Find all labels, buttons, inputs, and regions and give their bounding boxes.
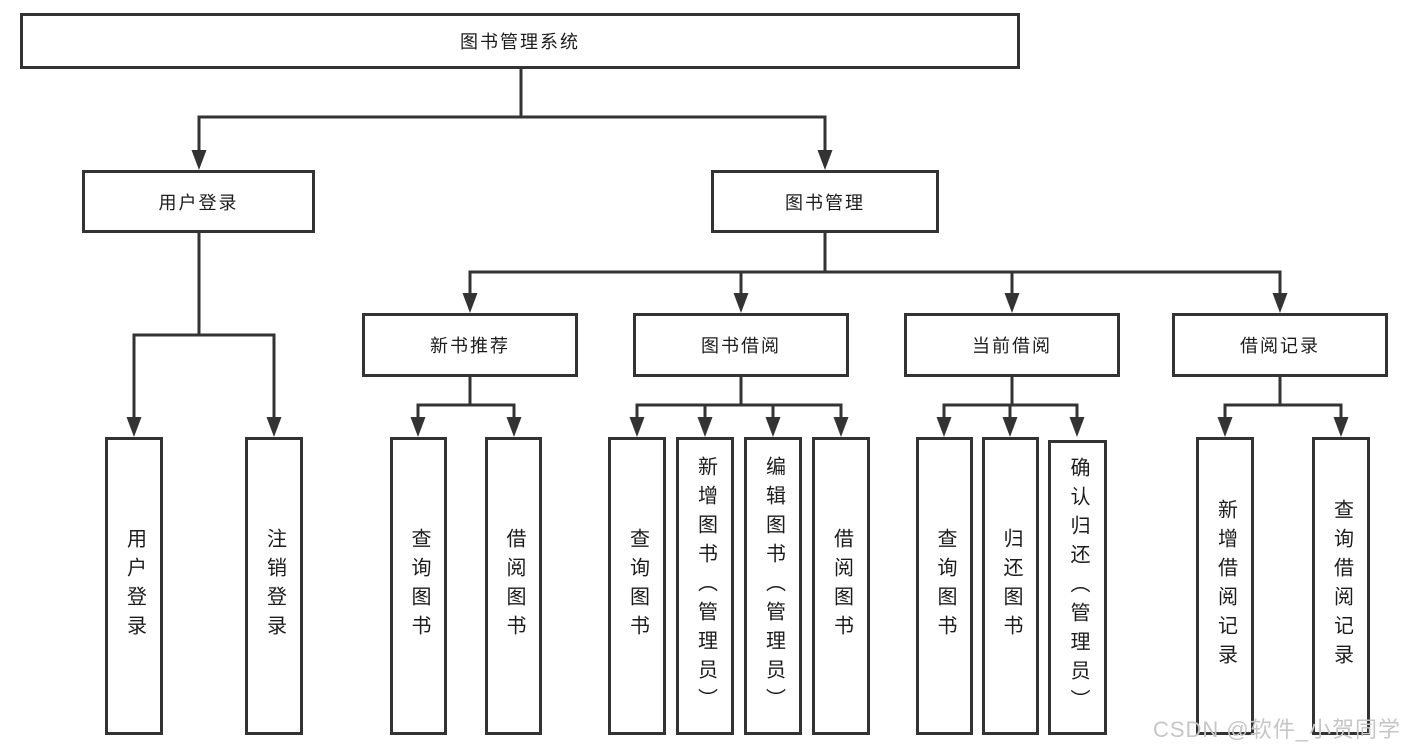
node-leaf-query-books-current: 查询图书: [916, 437, 973, 735]
node-branch-user-login: 用户登录: [82, 170, 315, 233]
arrowhead-icon: [1333, 417, 1349, 437]
arrowhead-icon: [733, 293, 749, 313]
node-leaf-confirm-return-admin: 确认归还（管理员）: [1048, 440, 1107, 735]
node-leaf-return-books: 归还图书: [982, 437, 1039, 735]
node-label: 图书管理系统: [460, 32, 580, 52]
arrowhead-icon: [936, 417, 952, 437]
arrowhead-icon: [126, 417, 142, 437]
node-leaf-add-borrow-record: 新增借阅记录: [1196, 437, 1254, 735]
arrowhead-icon: [1004, 293, 1020, 313]
node-branch-book-management: 图书管理: [711, 170, 939, 233]
node-leaf-add-books-admin: 新增图书（管理员）: [676, 437, 734, 735]
arrowhead-icon: [266, 417, 282, 437]
node-leaf-query-borrow-record: 查询借阅记录: [1312, 437, 1370, 735]
node-leaf-edit-books-admin: 编辑图书（管理员）: [744, 437, 802, 735]
arrowhead-icon: [462, 293, 478, 313]
node-leaf-borrow-books-borrowing: 借阅图书: [812, 437, 870, 735]
node-label: 图书借阅: [701, 336, 781, 356]
node-label: 查询借阅记录: [1330, 499, 1353, 673]
node-label: 新书推荐: [430, 336, 510, 356]
arrowhead-icon: [1069, 417, 1085, 437]
node-label: 用户登录: [158, 192, 239, 213]
node-root-system: 图书管理系统: [20, 13, 1020, 69]
node-label: 确认归还（管理员）: [1067, 457, 1089, 718]
arrowhead-icon: [1002, 417, 1018, 437]
node-module-borrowing-records: 借阅记录: [1172, 313, 1388, 377]
node-leaf-query-books-borrowing: 查询图书: [608, 437, 666, 735]
arrowhead-icon: [191, 150, 207, 170]
arrowhead-icon: [1272, 293, 1288, 313]
node-label: 用户登录: [123, 528, 146, 644]
node-label: 图书管理: [785, 192, 865, 213]
node-label: 查询图书: [408, 528, 430, 644]
node-label: 注销登录: [263, 528, 286, 644]
node-leaf-borrow-books-recommend: 借阅图书: [485, 437, 542, 735]
node-label: 新增借阅记录: [1214, 499, 1237, 673]
arrowhead-icon: [1217, 417, 1233, 437]
node-label: 新增图书（管理员）: [694, 455, 717, 717]
node-label: 借阅图书: [503, 528, 525, 644]
arrowhead-icon: [833, 417, 849, 437]
node-label: 查询图书: [934, 528, 956, 644]
node-leaf-user-login: 用户登录: [105, 437, 163, 735]
arrowhead-icon: [697, 417, 713, 437]
node-module-current-borrowing: 当前借阅: [904, 313, 1120, 377]
node-leaf-logout: 注销登录: [245, 437, 303, 735]
node-module-book-borrowing: 图书借阅: [633, 313, 849, 377]
node-module-new-book-recommend: 新书推荐: [362, 313, 578, 377]
node-label: 当前借阅: [972, 336, 1052, 356]
node-label: 借阅图书: [830, 528, 853, 644]
arrowhead-icon: [506, 417, 522, 437]
arrowhead-icon: [765, 417, 781, 437]
node-label: 编辑图书（管理员）: [762, 455, 785, 717]
arrowhead-icon: [817, 150, 833, 170]
node-leaf-query-books-recommend: 查询图书: [390, 437, 447, 735]
node-label: 查询图书: [626, 528, 649, 644]
node-label: 归还图书: [1000, 528, 1022, 644]
node-label: 借阅记录: [1240, 336, 1320, 356]
arrowhead-icon: [410, 417, 426, 437]
arrowhead-icon: [629, 417, 645, 437]
